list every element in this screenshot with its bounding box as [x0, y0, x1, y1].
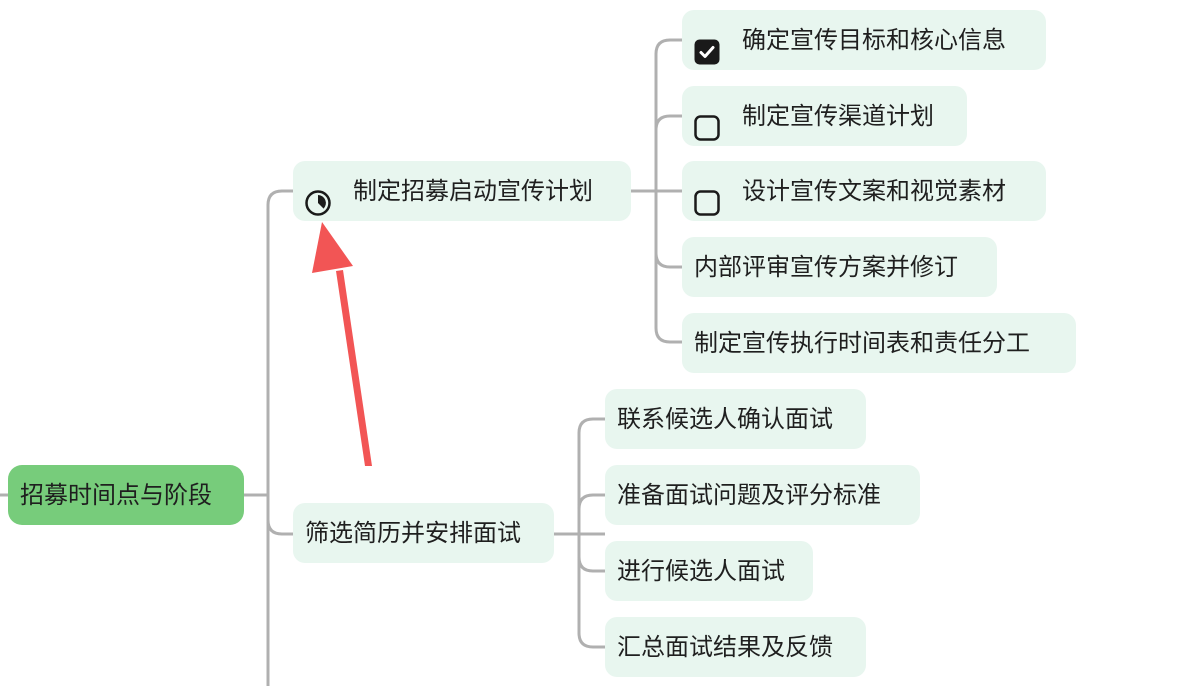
task-label: 联系候选人确认面试	[617, 405, 833, 433]
task-label: 制定宣传渠道计划	[742, 102, 934, 130]
task-label: 设计宣传文案和视觉素材	[742, 177, 1006, 205]
checkbox-unchecked-icon[interactable]	[694, 103, 720, 141]
task-label: 内部评审宣传方案并修订	[694, 253, 958, 281]
root-label: 招募时间点与阶段	[20, 481, 212, 509]
task-label: 汇总面试结果及反馈	[617, 633, 833, 661]
checkbox-unchecked-icon[interactable]	[694, 178, 720, 216]
task-node[interactable]: 设计宣传文案和视觉素材	[682, 161, 1046, 221]
task-label: 准备面试问题及评分标准	[617, 481, 881, 509]
branch-node-promo-plan[interactable]: 制定招募启动宣传计划	[293, 161, 631, 221]
task-node[interactable]: 制定宣传渠道计划	[682, 86, 967, 146]
task-node[interactable]: 内部评审宣传方案并修订	[682, 237, 997, 297]
task-node[interactable]: 确定宣传目标和核心信息	[682, 10, 1046, 70]
task-node[interactable]: 准备面试问题及评分标准	[605, 465, 920, 525]
branch-node-screen-resumes[interactable]: 筛选简历并安排面试	[293, 503, 554, 563]
root-node[interactable]: 招募时间点与阶段	[8, 465, 244, 525]
task-label: 进行候选人面试	[617, 557, 785, 585]
task-node[interactable]: 进行候选人面试	[605, 541, 813, 601]
task-label: 确定宣传目标和核心信息	[742, 26, 1006, 54]
annotation-arrow	[312, 222, 372, 466]
task-node[interactable]: 联系候选人确认面试	[605, 389, 866, 449]
task-label: 制定宣传执行时间表和责任分工	[694, 329, 1030, 357]
branch-label: 筛选简历并安排面试	[305, 519, 521, 547]
branch-label: 制定招募启动宣传计划	[353, 177, 593, 205]
task-node[interactable]: 制定宣传执行时间表和责任分工	[682, 313, 1076, 373]
checkbox-checked-icon[interactable]	[694, 27, 720, 65]
task-node[interactable]: 汇总面试结果及反馈	[605, 617, 866, 677]
progress-pie-icon	[305, 178, 331, 216]
